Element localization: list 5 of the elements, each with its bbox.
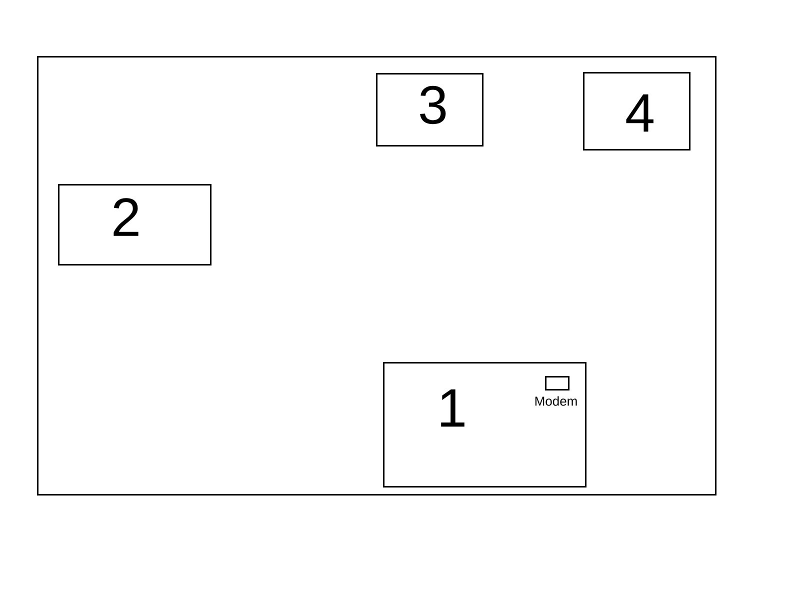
modem-label: Modem [535,396,577,406]
numbered-box: 2 [58,184,212,266]
outer-frame [37,56,716,496]
numbered-box: 3 [376,73,484,146]
numbered-box: 4 [583,72,690,150]
